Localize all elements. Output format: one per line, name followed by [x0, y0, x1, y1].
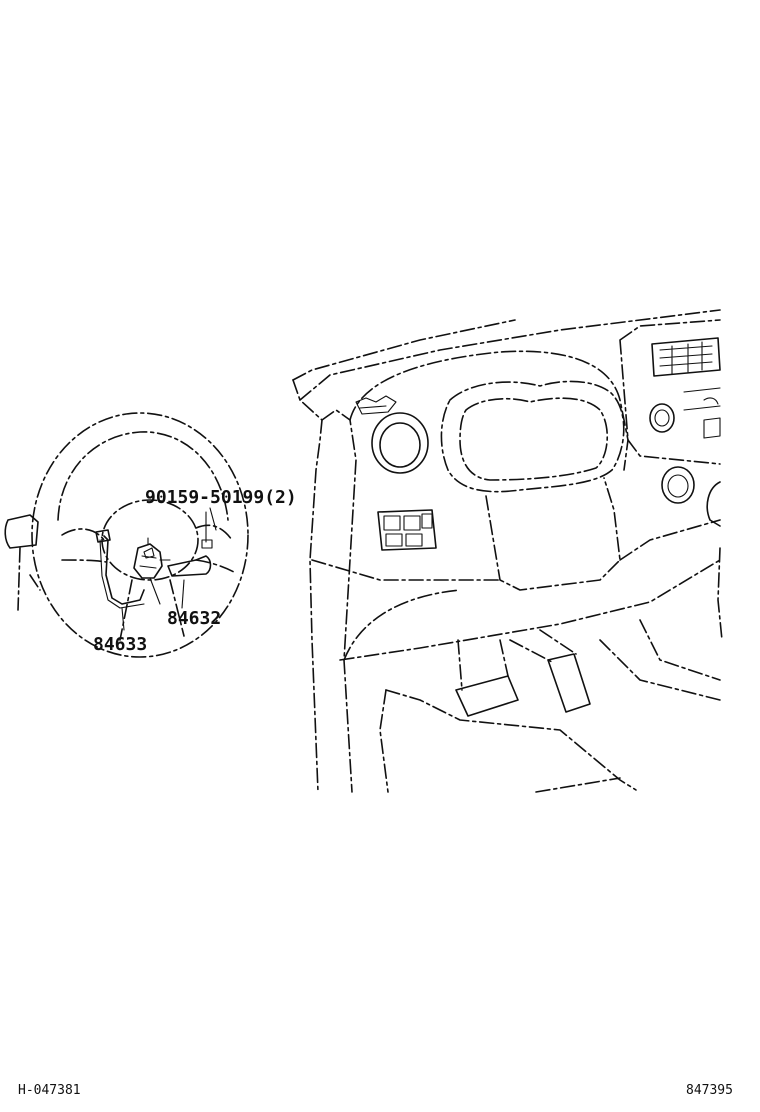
center-knob-left-inner: [654, 409, 670, 427]
center-console-right-dash: [717, 547, 723, 641]
wire-harness-84633-inner: [99, 539, 145, 609]
wire-harness-leader: [121, 607, 125, 631]
dashboard-view: [292, 309, 723, 793]
left-air-vent-outer: [371, 412, 429, 474]
switch-stalk-leader: [181, 579, 185, 609]
wire-connector: [95, 529, 111, 543]
center-vent-right: [706, 481, 721, 527]
switch-84632-leader: [149, 577, 161, 605]
accelerator-arm: [509, 629, 577, 663]
steering-wheel-detail: [4, 412, 249, 658]
vent-slats: [355, 395, 397, 415]
wire-harness-84633: [103, 535, 145, 605]
switch-assembly-84632: [133, 543, 163, 579]
switch-panel: [377, 509, 437, 551]
floor-outline: [385, 689, 637, 793]
instrument-cluster-inner: [459, 397, 609, 481]
dash-lower-curve: [343, 519, 721, 661]
center-vent-round: [661, 466, 695, 504]
steering-spoke-right: [195, 524, 235, 573]
center-vent-round-inner: [667, 474, 689, 498]
label-bolt-90159-50199: 90159-50199(2): [145, 487, 297, 508]
steering-column-cover: [485, 477, 621, 591]
firewall-right: [599, 619, 721, 701]
brake-pedal-arm: [457, 639, 509, 691]
bolt-lower: [143, 547, 155, 559]
footer-right-code: 847395: [686, 1083, 733, 1098]
center-knob-left: [649, 403, 675, 433]
label-part-84633: 84633: [93, 634, 147, 655]
dashboard-top-edge: [292, 309, 721, 401]
steering-spoke-lower: [119, 579, 185, 641]
steering-wheel-rim: [31, 412, 249, 658]
label-part-84632: 84632: [167, 608, 221, 629]
instrument-cluster: [440, 380, 625, 493]
bolt-leader: [209, 507, 217, 531]
brake-pedal: [455, 675, 519, 717]
dash-lower-panel: [311, 559, 721, 661]
steering-spoke-left: [61, 528, 107, 563]
left-air-vent-inner: [379, 422, 421, 468]
switch-stalk: [167, 555, 212, 577]
steering-wheel-inner-rim: [57, 431, 229, 521]
floor-left-edge: [379, 689, 389, 793]
steering-column: [4, 514, 39, 549]
dashboard-left-edge: [321, 409, 357, 793]
center-radio-grid: [659, 341, 713, 375]
instrument-hood: [349, 350, 629, 471]
footer-left-code: H-047381: [18, 1083, 81, 1098]
switch-panel-buttons: [383, 513, 433, 547]
center-radio: [651, 337, 721, 377]
center-console-outline: [619, 319, 721, 465]
bolt-upper: [201, 511, 213, 549]
steering-column-dash: [17, 547, 41, 611]
steering-hub: [101, 499, 199, 581]
dashboard-a-pillar: [292, 379, 323, 793]
accelerator-pedal: [547, 653, 591, 713]
climate-panel: [683, 387, 721, 439]
